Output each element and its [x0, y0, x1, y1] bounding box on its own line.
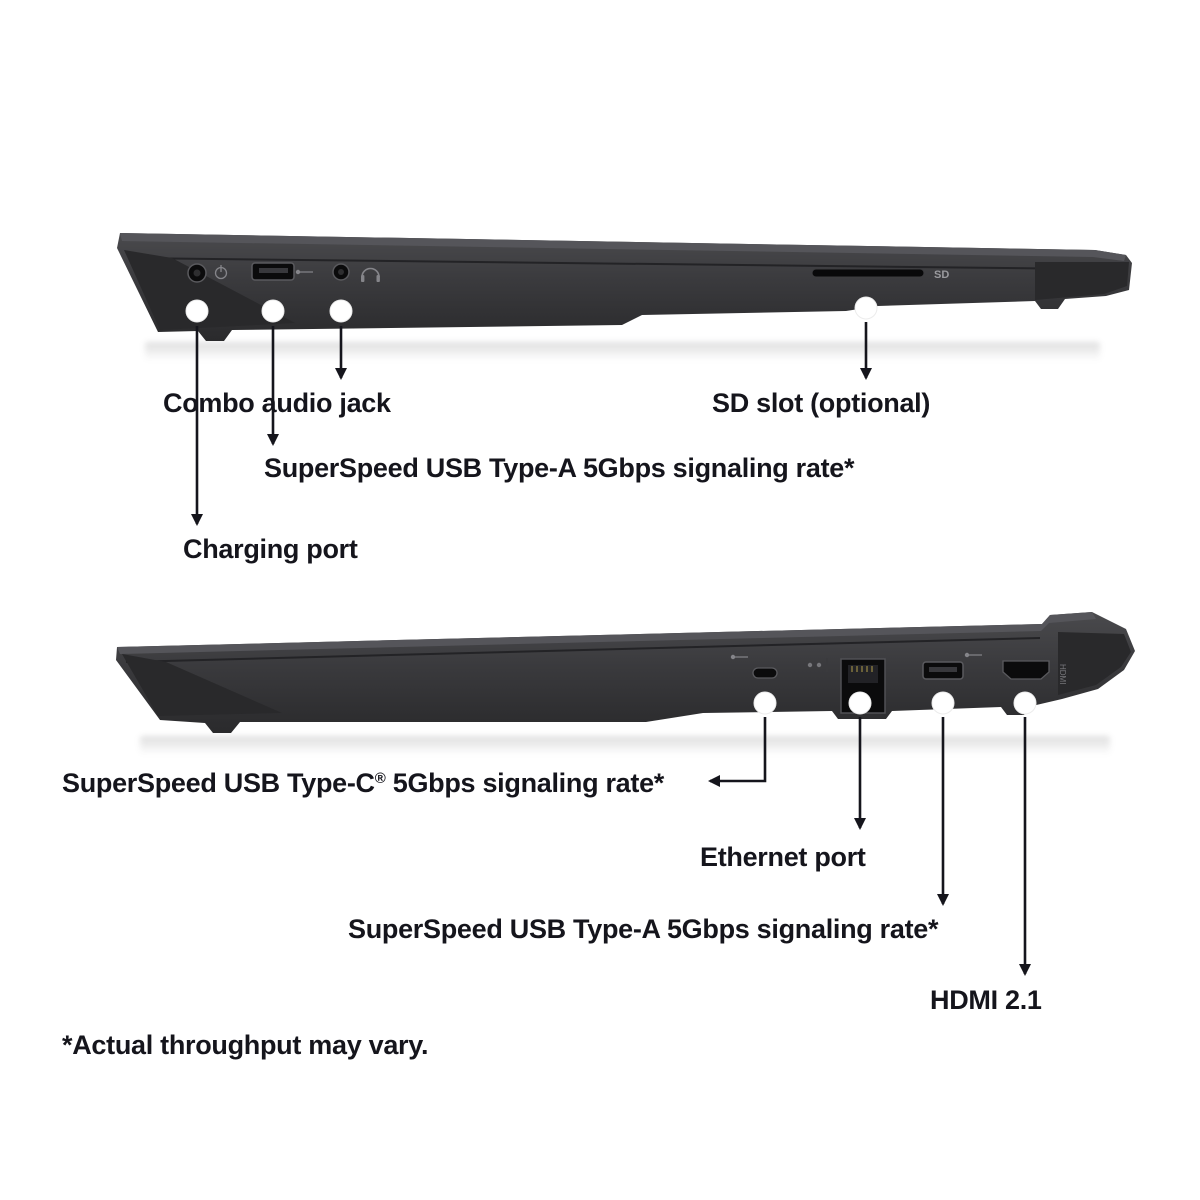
- laptop-right-vent-dark: [122, 654, 282, 716]
- hdmi-port-graphic: [1002, 660, 1050, 680]
- headset-icon: [361, 267, 380, 282]
- power-icon: [214, 265, 228, 280]
- port-markers: [185, 296, 1037, 715]
- port-marker-usb-c: [753, 691, 777, 715]
- laptop-left-hinge-dark: [1035, 262, 1129, 300]
- superspeed-usb-c-icon: [730, 654, 748, 660]
- port-marker-usb-a-top: [261, 299, 285, 323]
- usb-a-port-tongue: [259, 268, 288, 273]
- laptop-bottom-reflection: [140, 736, 1110, 758]
- callout-label-combo-audio-jack: Combo audio jack: [163, 388, 391, 418]
- registered-trademark-symbol: ®: [374, 770, 386, 787]
- callout-label-usb-c: SuperSpeed USB Type-C® 5Gbps signaling r…: [62, 767, 664, 799]
- callout-label-usb-a-bottom: SuperSpeed USB Type-A 5Gbps signaling ra…: [348, 914, 939, 944]
- laptop-left-seam: [127, 257, 1089, 270]
- usb-c-port-graphic: [752, 667, 778, 679]
- footnote-disclaimer: *Actual throughput may vary.: [62, 1030, 429, 1060]
- ethernet-pins: [851, 666, 873, 672]
- laptop-right-side-view: HDMI: [116, 612, 1135, 733]
- callout-label-usb-c-text: SuperSpeed USB Type-C: [62, 768, 375, 798]
- laptop-right-seam: [125, 637, 1041, 663]
- charging-port-pin: [193, 269, 201, 277]
- sd-slot-marking: SD: [934, 269, 949, 281]
- port-marker-hdmi: [1013, 691, 1037, 715]
- port-marker-audio: [329, 299, 353, 323]
- hdmi-marking: HDMI: [1058, 664, 1067, 684]
- superspeed-usb-icon-2: [964, 652, 982, 658]
- port-marker-charging: [185, 299, 209, 323]
- laptop-top-reflection: [145, 342, 1100, 364]
- callout-arrows: [191, 322, 1031, 976]
- status-led-icons: [807, 662, 822, 668]
- port-marker-sd: [854, 296, 878, 320]
- superspeed-usb-icon: [295, 269, 313, 275]
- callout-label-usb-a-top: SuperSpeed USB Type-A 5Gbps signaling ra…: [264, 453, 855, 483]
- laptop-left-lid-edge: [120, 233, 1126, 261]
- port-marker-ethernet: [848, 691, 872, 715]
- callout-label-charging-port: Charging port: [183, 534, 358, 564]
- callout-label-usb-c-text-2: 5Gbps signaling rate*: [385, 768, 665, 798]
- audio-jack-pin: [338, 269, 344, 275]
- sd-slot-graphic: [811, 268, 925, 278]
- laptop-right-lid-edge: [117, 612, 1096, 654]
- laptop-left-side-view: SD: [117, 233, 1132, 341]
- laptop-right-hinge-dark: [1058, 632, 1131, 695]
- laptop-left-vent-dark: [124, 250, 295, 330]
- callout-label-ethernet: Ethernet port: [700, 842, 866, 872]
- usb-a-port-tongue-2: [929, 667, 957, 672]
- arrow-usb-c: [708, 717, 767, 787]
- ethernet-port-inner: [848, 665, 878, 683]
- callout-label-hdmi: HDMI 2.1: [930, 985, 1042, 1015]
- port-marker-usb-a-bottom: [931, 691, 955, 715]
- callout-label-sd-slot: SD slot (optional): [712, 388, 931, 418]
